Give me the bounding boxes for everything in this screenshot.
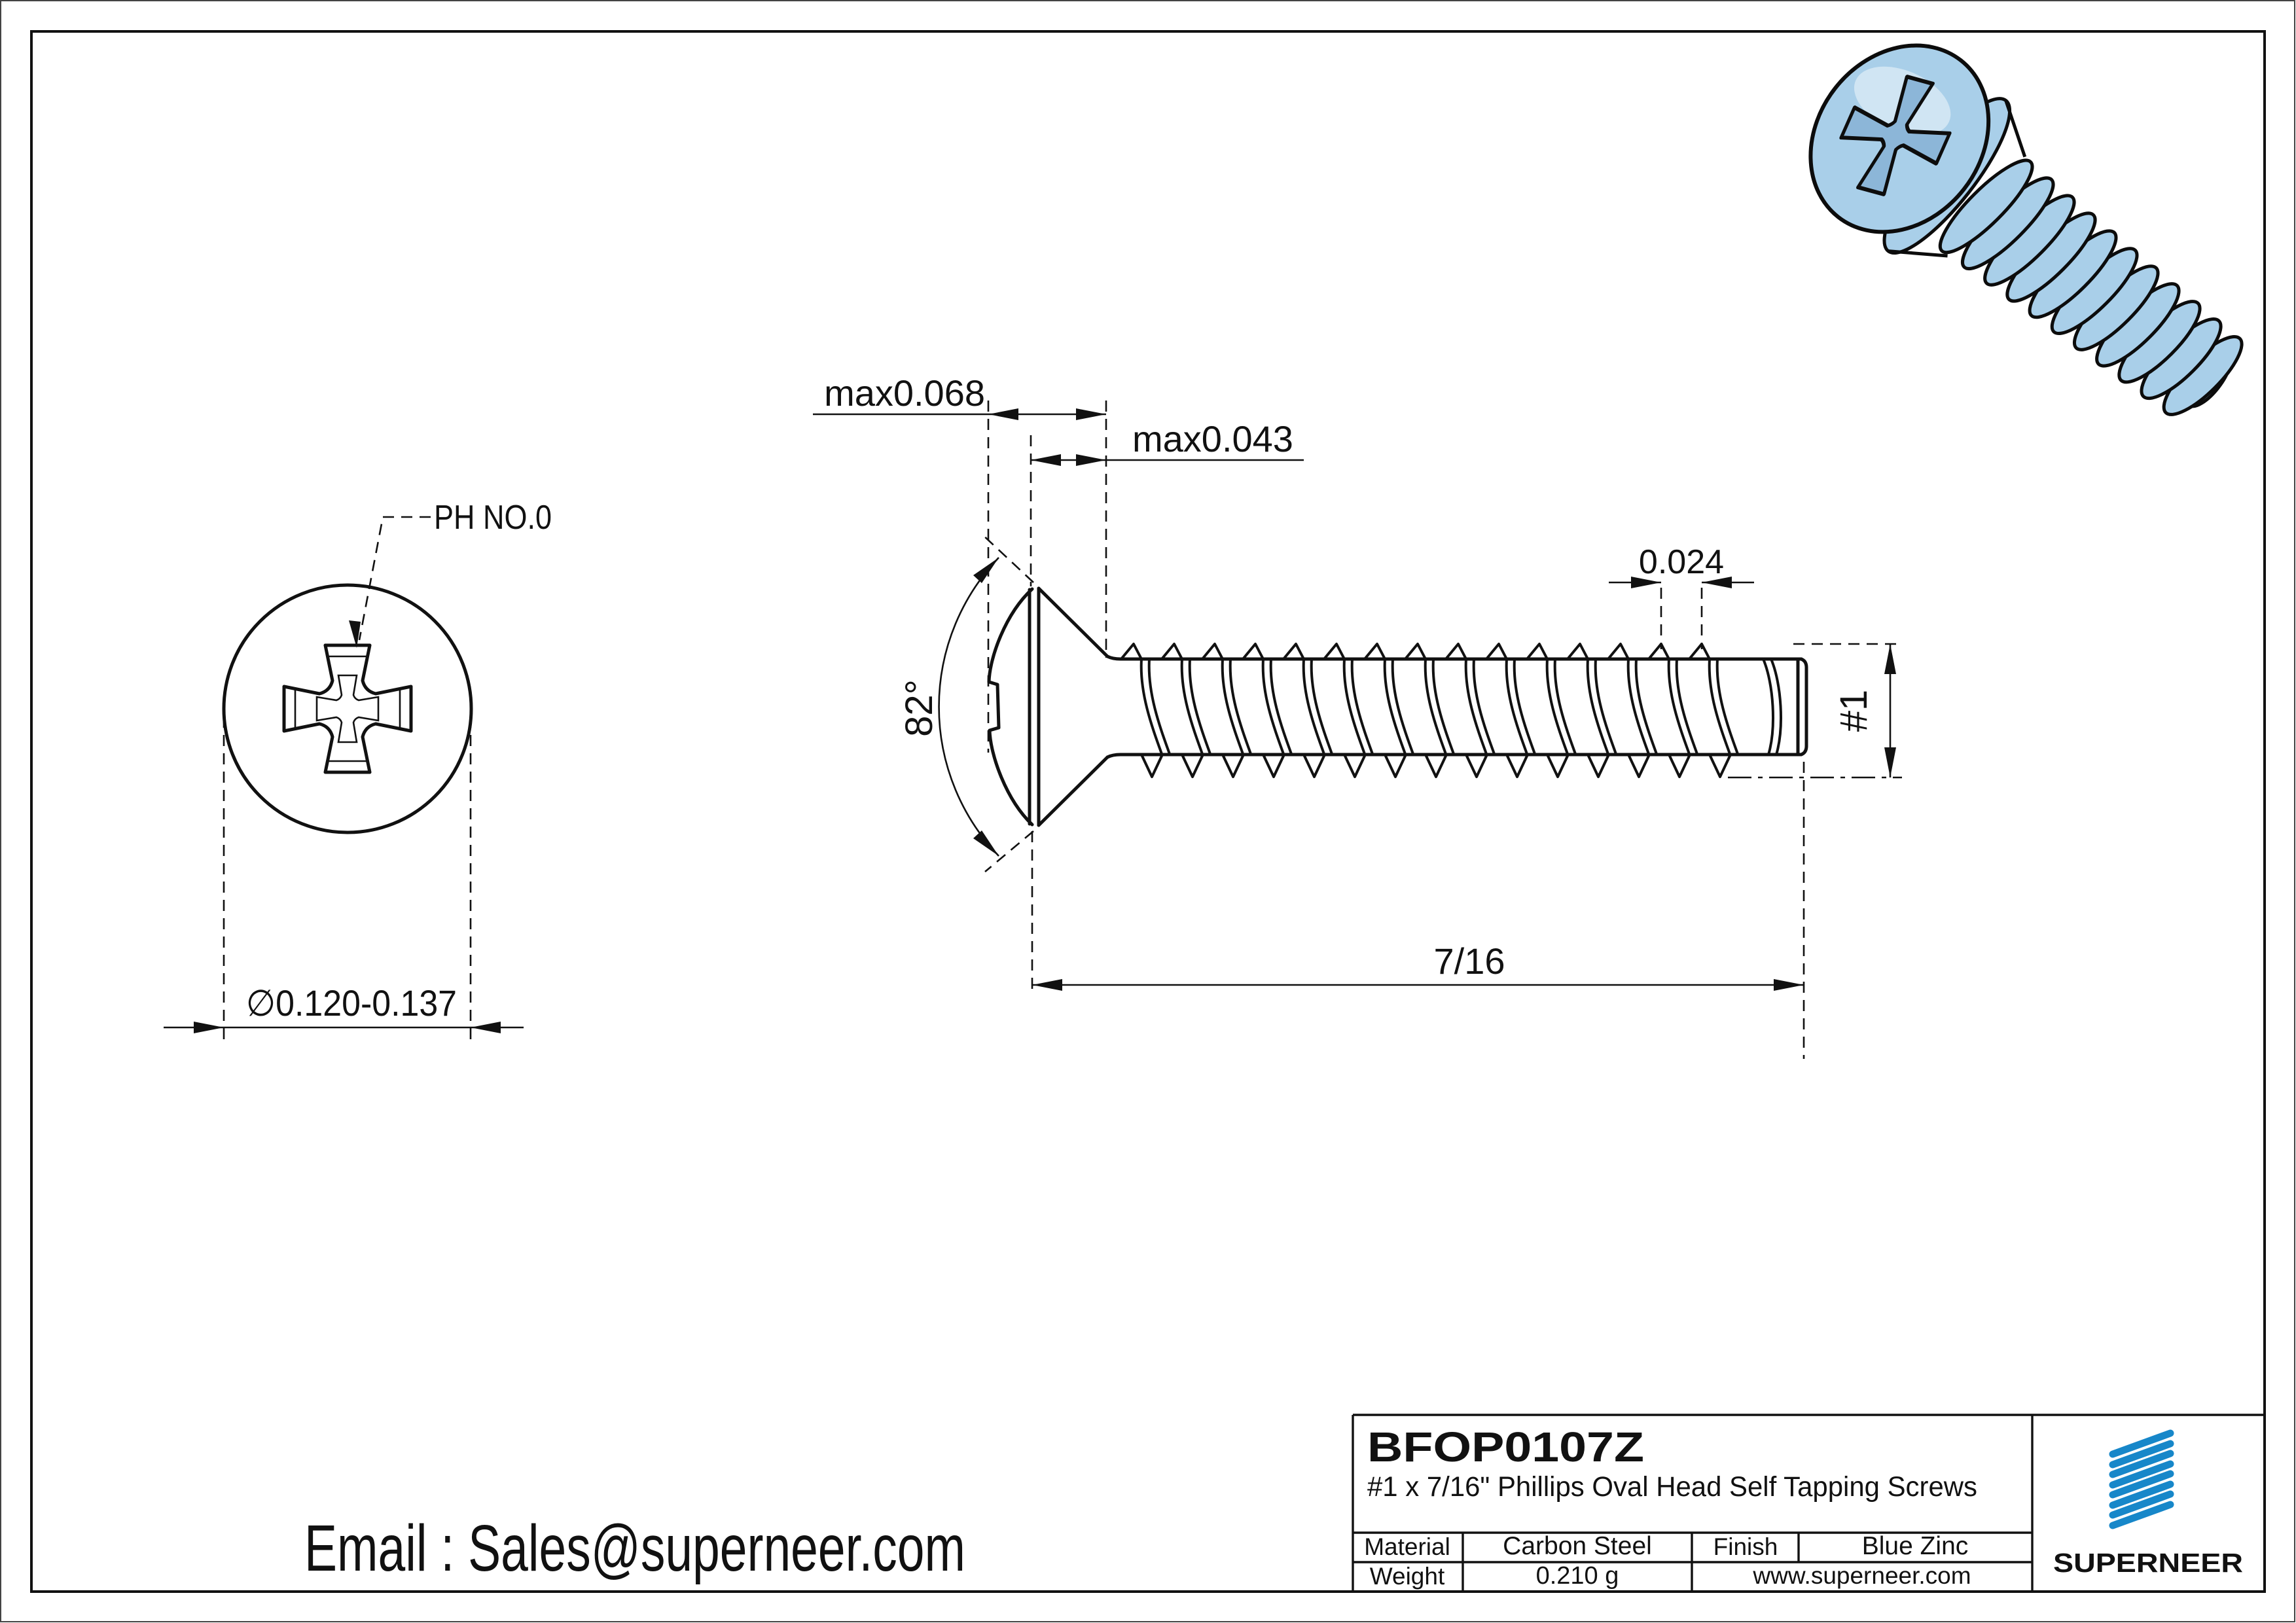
head-rim-edges [1028, 586, 1041, 827]
screw-3d-thread-turn [1938, 158, 2034, 255]
finish-label: Finish [1713, 1533, 1778, 1560]
part-number: BFOP0107Z [1367, 1423, 1644, 1471]
front-view-head: PH NO.0 ∅0.120-0.137 [164, 499, 552, 1046]
drawing-frame [30, 30, 2266, 1593]
contact-email: Email : Sales@superneer.com [304, 1512, 965, 1585]
head-dome-profile [987, 587, 1034, 827]
brand-wordmark: SUPERNEER [2053, 1548, 2243, 1578]
blunt-tip-face [1796, 657, 1808, 757]
angle-extension-lines [981, 533, 1034, 872]
title-block: BFOP0107Z #1 x 7/16" Phillips Oval Head … [1352, 1414, 2265, 1592]
brand-logo: SUPERNEER [2053, 1429, 2243, 1578]
weight-value: 0.210 g [1536, 1562, 1619, 1590]
csk-height-arrow-right [1076, 454, 1106, 466]
angle-arc [938, 557, 999, 857]
head-diameter-dimension: ∅0.120-0.137 [246, 982, 457, 1024]
head-height-arrow-right [1076, 408, 1106, 420]
head-height-extension-lines [987, 401, 1107, 753]
screw-3d-neck [1888, 99, 2027, 258]
phillips-recess-inner [315, 674, 380, 743]
csk-height-arrow-left [1031, 454, 1061, 466]
website-link[interactable]: www.superneer.com [1752, 1562, 1971, 1589]
length-arrow-left [1032, 979, 1062, 991]
size-arrow-top [1884, 644, 1896, 674]
thread-size-dimension: #1 [1833, 690, 1875, 732]
pitch-extension-lines [1660, 588, 1703, 649]
countersink-cone [1037, 586, 1109, 827]
material-value: Carbon Steel [1503, 1532, 1652, 1560]
logo-stripes-icon [2109, 1429, 2174, 1529]
angle-arrow-top [973, 558, 999, 583]
length-extension-lines [1031, 762, 1805, 1059]
finish-value: Blue Zinc [1862, 1532, 1969, 1560]
diameter-arrow-left [194, 1022, 224, 1033]
head-height-arrow-left [988, 408, 1018, 420]
phillips-recess-outline [282, 643, 413, 774]
head-height-max-dimension: max0.068 [824, 372, 985, 414]
material-label: Material [1364, 1533, 1450, 1560]
drive-leader-line [358, 516, 431, 641]
screw-3d-render [1808, 43, 2244, 416]
csk-height-max-dimension: max0.043 [1132, 418, 1293, 459]
pitch-arrow-left [1631, 577, 1661, 588]
countersink-angle-dimension: 82° [898, 679, 941, 737]
screw-3d-threads [1938, 158, 2244, 416]
part-description: #1 x 7/16" Phillips Oval Head Self Tappi… [1367, 1471, 1977, 1503]
phillips-tip-edges [294, 655, 401, 762]
length-dimension: 7/16 [1434, 940, 1505, 982]
thread-pitch-dimension: 0.024 [1639, 543, 1724, 581]
thread-end-wraps [1762, 658, 1782, 756]
size-arrow-bottom [1884, 747, 1896, 777]
side-view-screw: max0.068 max0.043 82° 0.024 #1 7/16 [813, 372, 1902, 1059]
diameter-arrow-right [471, 1022, 501, 1033]
drive-type-label: PH NO.0 [434, 499, 552, 537]
angle-arrow-bottom [973, 830, 999, 856]
screw-3d-phillips-cross [1839, 75, 1952, 196]
title-block-grid [1352, 1414, 2265, 1592]
thread-profile [1120, 643, 1739, 778]
pitch-arrow-right [1702, 577, 1732, 588]
drive-leader-arrowhead [349, 620, 361, 648]
length-arrow-right [1774, 979, 1804, 991]
weight-label: Weight [1370, 1563, 1445, 1590]
